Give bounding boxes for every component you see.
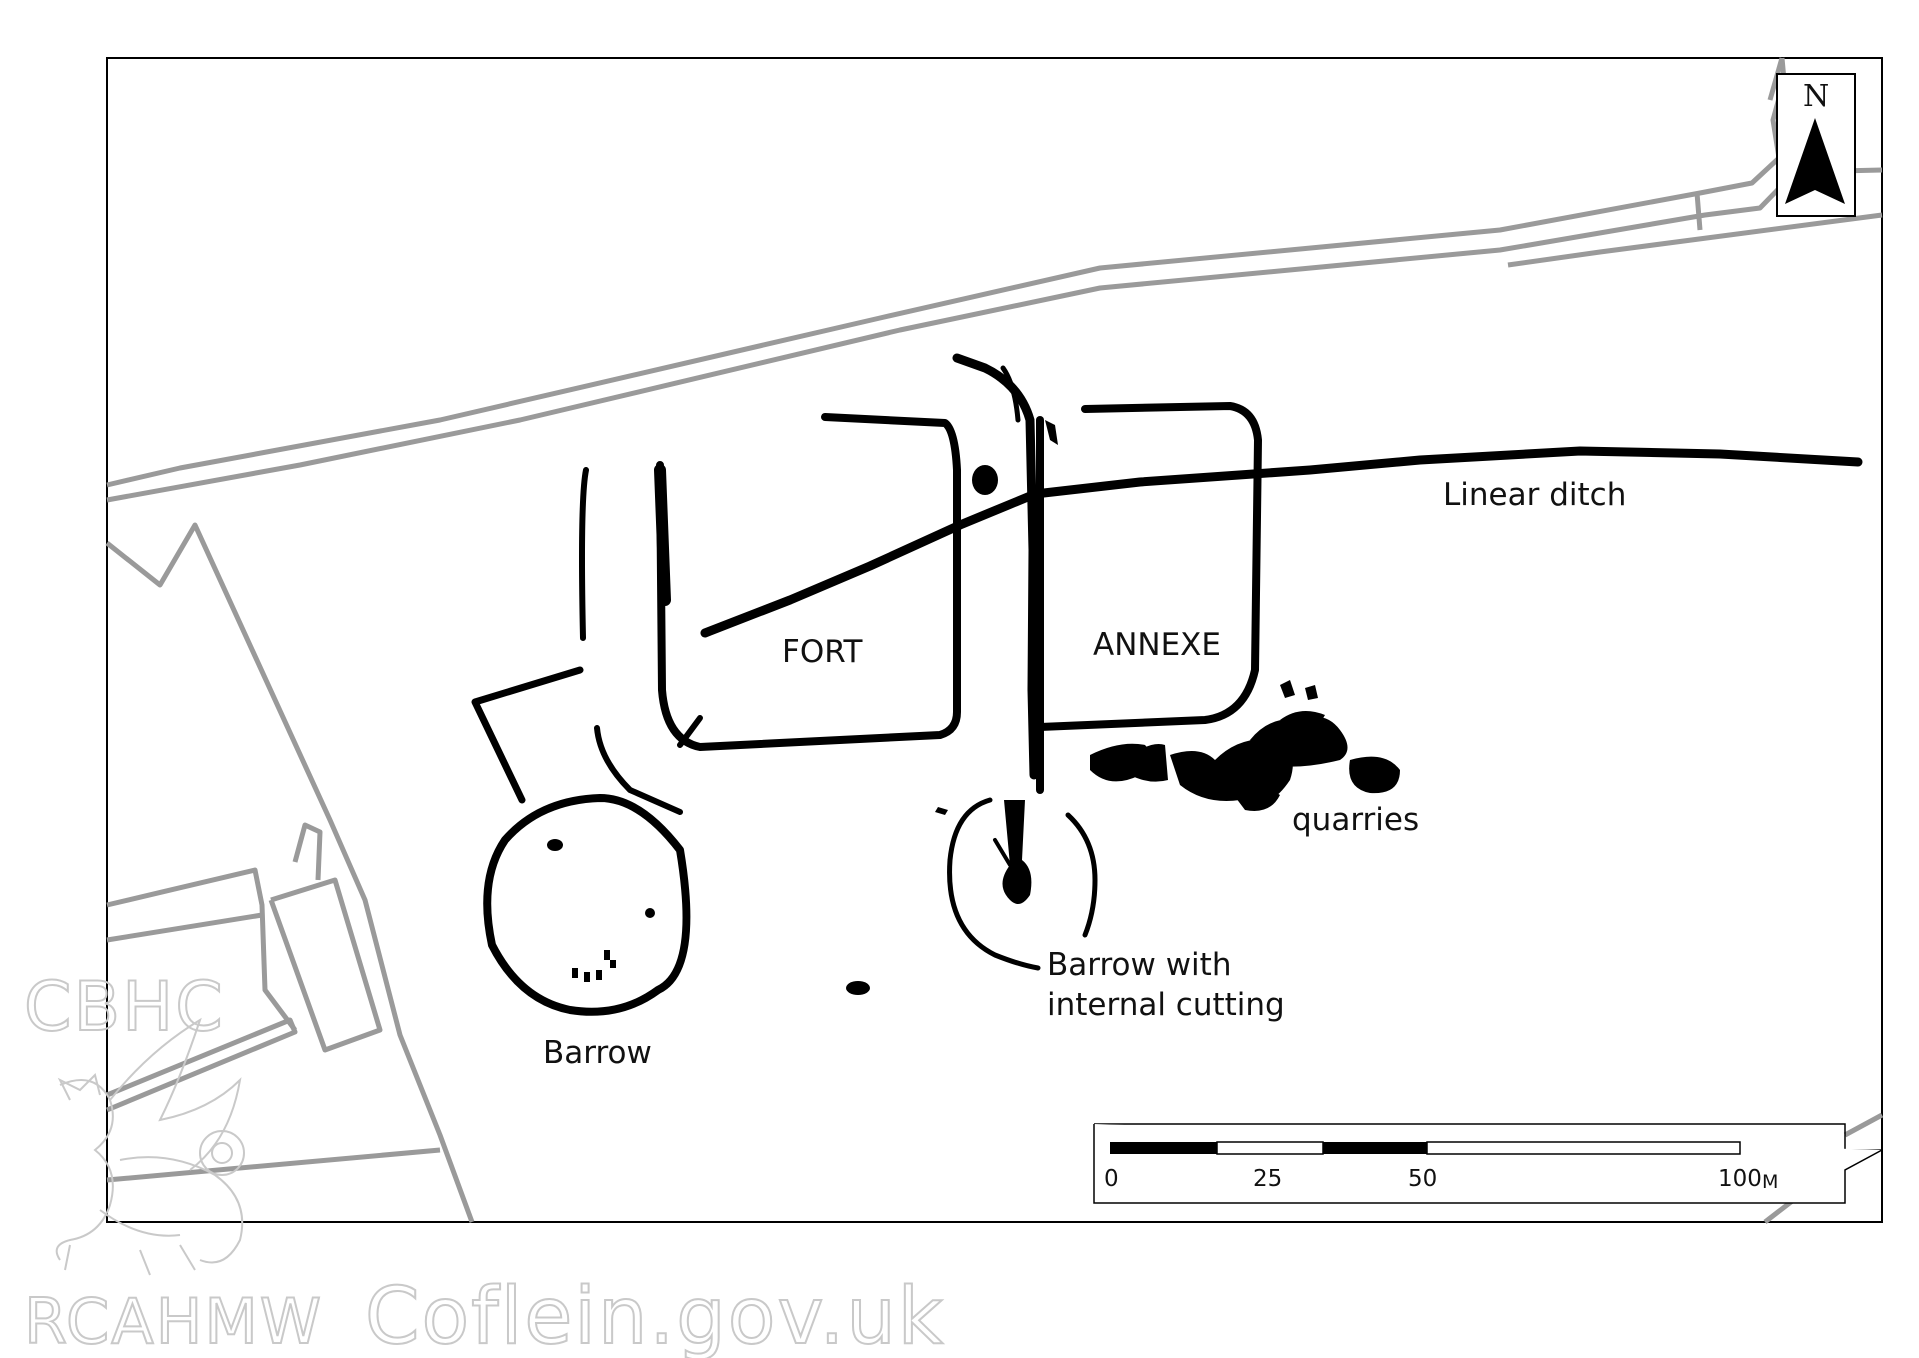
north-arrow-icon — [1785, 118, 1845, 204]
filled-features — [547, 420, 1400, 995]
scale-tick-100: 100 — [1718, 1166, 1762, 1192]
pit — [547, 839, 563, 851]
scale-tick-50: 50 — [1408, 1166, 1437, 1192]
pit — [935, 807, 948, 815]
pit — [645, 908, 655, 918]
fort-label: FORT — [782, 634, 864, 670]
scale-tick-0: 0 — [1104, 1166, 1119, 1192]
annexe-label: ANNEXE — [1093, 627, 1221, 663]
north-letter: N — [1803, 79, 1829, 114]
scale-bar: 0 25 50 100 M — [1093, 1123, 1883, 1204]
quarries-label: quarries — [1292, 802, 1419, 838]
barrow-ring — [483, 794, 691, 1016]
barrow-with-cutting-ring — [947, 797, 1041, 971]
dragon-logo-icon — [55, 1017, 245, 1276]
division-ditch-inner — [1000, 365, 1021, 423]
watermark-rcahmw: RCAHMW — [24, 1285, 323, 1358]
watermark: CBHC RCAHMW Coflein.gov.uk — [23, 967, 945, 1358]
fort-outer-ditch-southwest — [471, 666, 584, 804]
scale-unit: M — [1762, 1171, 1778, 1193]
watermark-cbhc: CBHC — [24, 968, 225, 1047]
linear-ditch-label: Linear ditch — [1443, 477, 1626, 513]
barrow-cutting-label-line1: Barrow with — [1047, 947, 1231, 983]
earthwork-features — [471, 353, 1863, 1016]
linear-ditch-line — [700, 446, 1863, 638]
barrow-with-cutting-ring-east — [1065, 812, 1098, 938]
barrow-cutting-label-line2: internal cutting — [1047, 987, 1285, 1023]
pit — [1045, 420, 1058, 445]
pit — [972, 465, 998, 495]
map-labels: FORT ANNEXE Linear ditch quarries Barrow… — [543, 477, 1626, 1071]
fort-rampart-west-thick — [654, 464, 671, 606]
annexe-enclosure — [1036, 402, 1262, 731]
fort-outer-ditch-west — [579, 467, 683, 815]
scale-tick-25: 25 — [1253, 1166, 1282, 1192]
quarry-pits — [1090, 680, 1400, 811]
pit — [846, 981, 870, 995]
barrow-cutting-shaft — [1002, 800, 1032, 904]
fort-rampart — [656, 413, 961, 751]
barrow-cutting-stroke — [993, 838, 1012, 867]
fort-rampart-cut — [677, 715, 703, 748]
division-ditch — [952, 353, 1039, 780]
barrow-label: Barrow — [543, 1035, 652, 1071]
north-arrow: N — [1776, 73, 1856, 217]
watermark-site: Coflein.gov.uk — [365, 1272, 945, 1358]
